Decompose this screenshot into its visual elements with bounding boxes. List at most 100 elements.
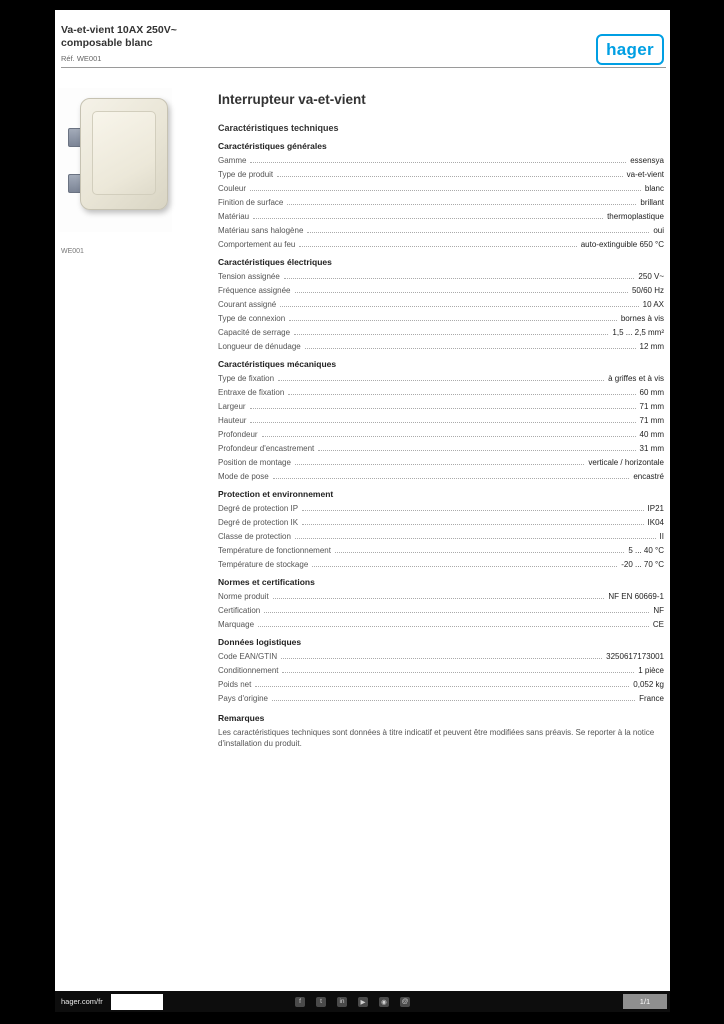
spec-value: 50/60 Hz [631,286,664,295]
spec-label: Type de connexion [218,314,286,323]
spec-label: Température de stockage [218,560,309,569]
dotted-leader [272,694,636,701]
spec-row: Largeur 71 mm [218,402,664,411]
dotted-leader [261,430,636,437]
spec-value: 1,5 ... 2,5 mm² [612,328,664,337]
spec-row: Courant assigné 10 AX [218,300,664,309]
spec-value: thermoplastique [607,212,664,221]
dotted-leader [272,592,605,599]
spec-label: Finition de surface [218,198,284,207]
linkedin-icon[interactable]: in [337,996,347,1007]
spec-rows: Degré de protection IP IP21 Degré de pro… [218,504,664,569]
product-image [58,88,172,232]
dotted-leader [283,272,635,279]
product-reference: Réf. WE001 [61,54,102,64]
spec-value: NF EN 60669-1 [608,592,664,601]
instagram-icon[interactable]: ◉ [379,996,389,1007]
note-text: Les caractéristiques techniques sont don… [218,728,655,749]
spec-row: Profondeur d'encastrement 31 mm [218,444,664,453]
spec-label: Certification [218,606,261,615]
dotted-leader [299,240,577,247]
switch-plate [80,98,168,210]
spec-row: Température de stockage -20 ... 70 °C [218,560,664,569]
spec-row: Fréquence assignée 50/60 Hz [218,286,664,295]
spec-rows: Gamme essensya Type de produit va-et-vie… [218,156,664,249]
spec-row: Hauteur 71 mm [218,416,664,425]
dotted-leader [278,374,605,381]
spec-row: Couleur blanc [218,184,664,193]
dotted-leader [302,504,644,511]
spec-label: Code EAN/GTIN [218,652,278,661]
facebook-icon[interactable]: f [295,996,305,1007]
newsletter-icon[interactable]: @ [400,996,410,1007]
spec-row: Type de connexion bornes à vis [218,314,664,323]
spec-row: Position de montage verticale / horizont… [218,458,664,467]
spec-label: Température de fonctionnement [218,546,331,555]
product-title-line1: Va-et-vient 10AX 250V~ [61,24,177,36]
spec-label: Fréquence assignée [218,286,291,295]
footer-website-link[interactable]: hager.com/fr [61,997,103,1006]
spec-label: Type de produit [218,170,274,179]
spec-label: Pays d'origine [218,694,268,703]
dotted-leader [294,328,609,335]
dotted-leader [318,444,636,451]
dotted-leader [334,546,625,553]
spec-label: Gamme [218,156,247,165]
spec-value: 5 ... 40 °C [628,546,664,555]
spec-value: va-et-vient [626,170,664,179]
spec-section: Données logistiques Code EAN/GTIN 325061… [218,637,664,703]
spec-label: Marquage [218,620,255,629]
spec-value: blanc [644,184,664,193]
spec-value: NF [653,606,664,615]
spec-label: Classe de protection [218,532,291,541]
spec-value: encastré [633,472,664,481]
dotted-leader [294,458,585,465]
section-heading: Caractéristiques techniques [218,123,339,133]
twitter-icon[interactable]: t [316,996,326,1007]
dotted-leader [249,402,636,409]
spec-sections: Caractéristiques générales Gamme essensy… [218,141,664,703]
dotted-leader [253,212,604,219]
spec-value: 10 AX [642,300,664,309]
dotted-leader [277,170,623,177]
dotted-leader [294,286,628,293]
dotted-leader [304,342,636,349]
spec-label: Hauteur [218,416,247,425]
dotted-leader [264,606,650,613]
spec-row: Certification NF [218,606,664,615]
youtube-icon[interactable]: ▶ [358,996,368,1007]
spec-label: Degré de protection IK [218,518,299,527]
spec-value: IP21 [647,504,664,513]
spec-row: Type de produit va-et-vient [218,170,664,179]
spec-row: Marquage CE [218,620,664,629]
spec-section: Caractéristiques électriques Tension ass… [218,257,664,351]
spec-label: Degré de protection IP [218,504,299,513]
spec-label: Matériau [218,212,250,221]
spec-rows: Code EAN/GTIN 3250617173001 Conditionnem… [218,652,664,703]
dotted-leader [302,518,644,525]
dotted-leader [307,226,650,233]
spec-section: Protection et environnement Degré de pro… [218,489,664,569]
spec-row: Longueur de dénudage 12 mm [218,342,664,351]
spec-rows: Norme produit NF EN 60669-1 Certificatio… [218,592,664,629]
spec-label: Type de fixation [218,374,275,383]
main-content: Interrupteur va-et-vient Caractéristique… [218,92,664,749]
spec-label: Largeur [218,402,246,411]
footer-white-box [110,993,163,1010]
spec-label: Comportement au feu [218,240,296,249]
spec-label: Conditionnement [218,666,279,675]
spec-label: Longueur de dénudage [218,342,301,351]
spec-value: France [639,694,664,703]
spec-label: Couleur [218,184,247,193]
spec-value: 40 mm [639,430,664,439]
spec-section: Caractéristiques mécaniques Type de fixa… [218,359,664,481]
spec-value: 12 mm [639,342,664,351]
spec-value: 71 mm [639,416,664,425]
spec-label: Matériau sans halogène [218,226,304,235]
dotted-leader [250,156,627,163]
spec-section-title: Données logistiques [218,637,302,647]
spec-label: Tension assignée [218,272,280,281]
spec-label: Courant assigné [218,300,277,309]
spec-value: 0,052 kg [633,680,664,689]
